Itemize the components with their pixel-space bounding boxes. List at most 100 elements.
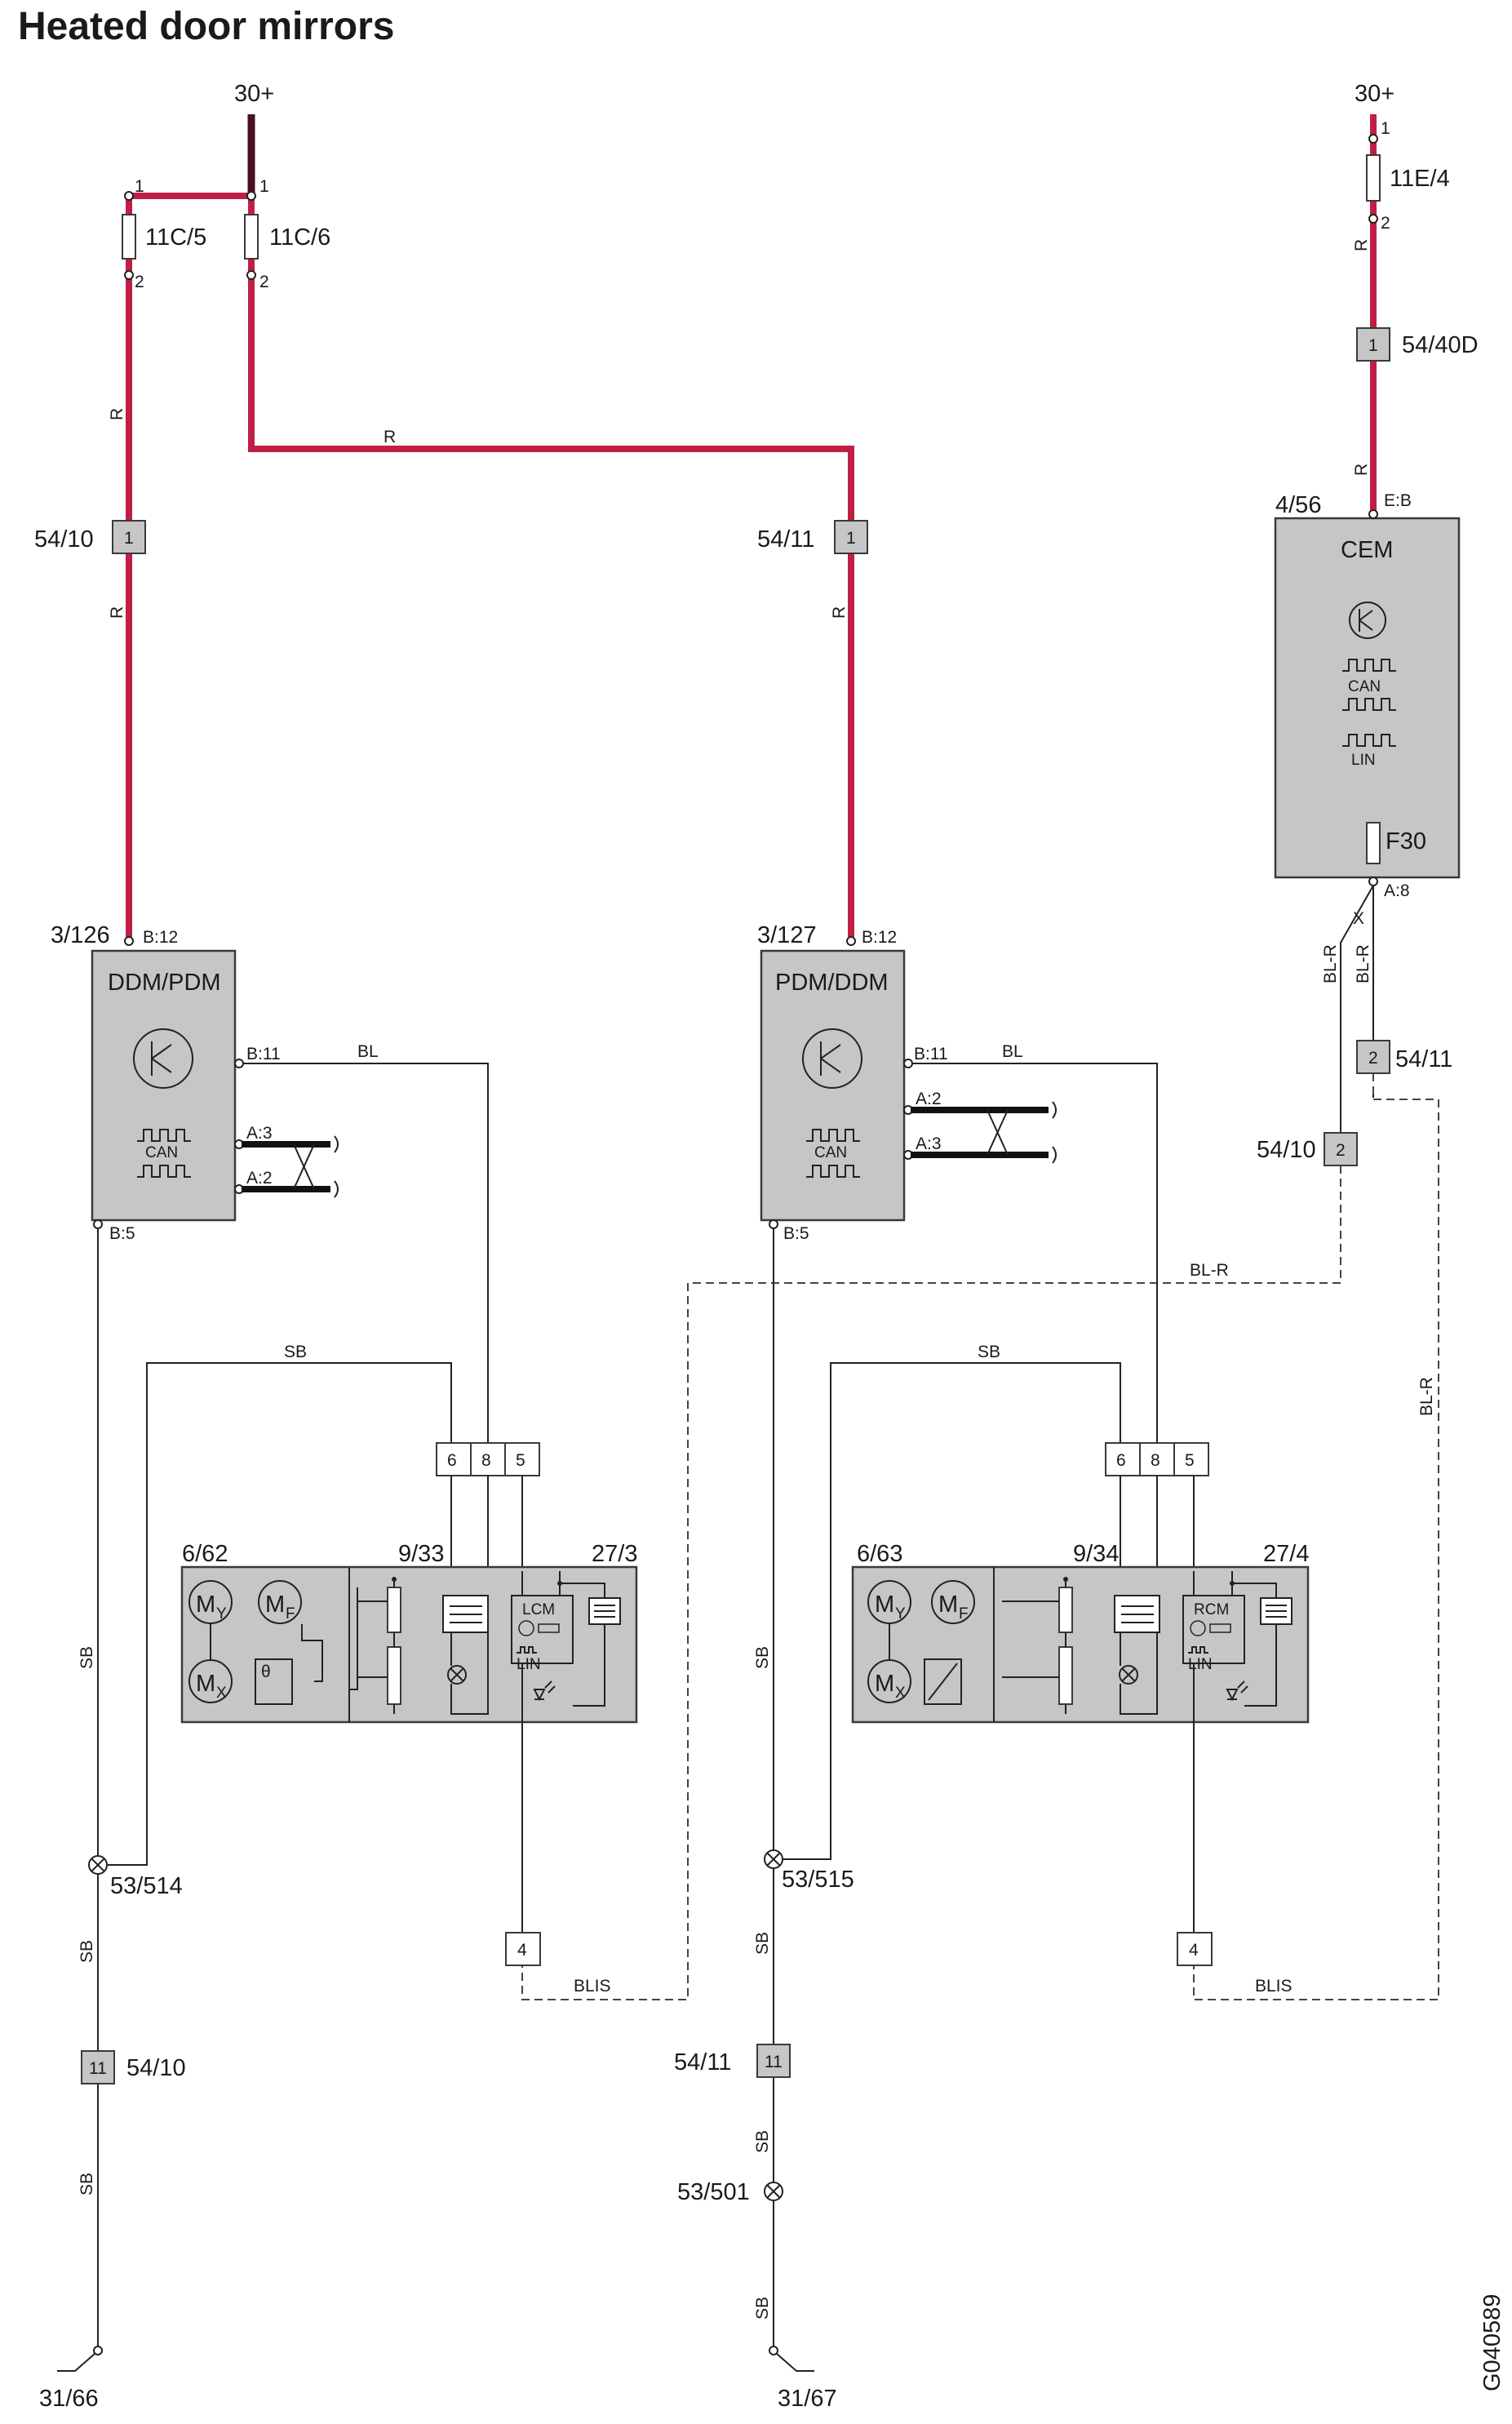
wire-label-r: R <box>830 606 849 619</box>
fuse-11e4-label: 11E/4 <box>1390 166 1450 192</box>
cem-can-label: CAN <box>1348 678 1381 695</box>
cem-x-label: X <box>1353 909 1364 928</box>
ddm-b5-terminal: B:5 <box>109 1224 135 1243</box>
svg-text:Y: Y <box>895 1605 906 1623</box>
transistor-icon <box>1349 602 1386 639</box>
wire-label-blr: BL-R <box>1417 1377 1436 1416</box>
right-motor-ref: 6/63 <box>857 1541 902 1567</box>
splice-53-514-label: 53/514 <box>110 1873 183 1899</box>
right-mirror-assembly: M Y M F M X <box>851 1565 1310 1963</box>
wire-label-sb: SB <box>753 2130 772 2153</box>
connector-54-10-blr-label: 54/10 <box>1257 1137 1316 1163</box>
wire-label-r: R <box>108 606 126 619</box>
blis-dashed-wires <box>521 1073 1439 2000</box>
svg-text:F: F <box>286 1605 295 1623</box>
splice-53-501 <box>764 2182 783 2201</box>
wire-label-r: R <box>108 408 126 420</box>
cem-a8-terminal: A:8 <box>1384 881 1410 900</box>
supply-label-left: 30+ <box>234 81 274 107</box>
lcm-label: LCM <box>522 1601 555 1618</box>
ddm-module <box>91 936 244 1229</box>
svg-text:5: 5 <box>516 1451 525 1470</box>
rcm-label: RCM <box>1194 1601 1229 1618</box>
blis-connector-left: 4 <box>505 1932 541 1966</box>
lcm-lin-label: LIN <box>517 1656 541 1673</box>
fuse-11c6 <box>244 191 259 280</box>
svg-text:1: 1 <box>846 529 856 548</box>
wire-label-bl: BL <box>357 1042 379 1061</box>
wire-label-sb: SB <box>753 1646 772 1669</box>
svg-text:F: F <box>959 1605 969 1623</box>
connector-54-11-blr-label: 54/11 <box>1395 1046 1452 1072</box>
svg-text:5: 5 <box>1185 1451 1195 1470</box>
cem-f30-label: F30 <box>1386 828 1426 855</box>
connector-54-11-bottom: 11 <box>756 2044 791 2078</box>
wire-label-blr: BL-R <box>1354 944 1372 983</box>
connector-54-10-top: 1 <box>112 520 146 554</box>
svg-text:M: M <box>938 1592 958 1618</box>
can-bus-lines-right <box>911 1101 1057 1164</box>
svg-text:4: 4 <box>517 1941 527 1960</box>
ddm-a3-terminal: A:3 <box>246 1124 273 1143</box>
connector-54-11-top: 1 <box>834 520 868 554</box>
pdm-b12-terminal: B:12 <box>862 928 897 947</box>
bl-wire-left <box>243 1063 489 1449</box>
sb-wire-left-motor <box>98 1362 452 1866</box>
ground-31-67 <box>769 2346 814 2372</box>
right-blis-ref: 27/4 <box>1263 1541 1309 1567</box>
bl-wire-right <box>912 1063 1158 1449</box>
can-signal-icon <box>1342 659 1396 672</box>
motor-f-icon <box>931 1580 975 1624</box>
svg-text:Y: Y <box>216 1605 227 1623</box>
svg-text:θ: θ <box>261 1663 271 1681</box>
can-bus-lines-left <box>242 1135 339 1198</box>
diagram-title: Heated door mirrors <box>18 5 394 48</box>
pdm-b11-terminal: B:11 <box>914 1045 948 1063</box>
wire-label-r: R <box>1352 239 1371 251</box>
wire-label-blr: BL-R <box>1321 944 1340 983</box>
sb-wire-right-motor <box>774 1362 1121 1860</box>
splice-53-515-label: 53/515 <box>782 1867 854 1893</box>
transistor-icon <box>133 1028 193 1089</box>
wire-label-sb: SB <box>753 2297 772 2320</box>
pdm-a3-terminal: A:3 <box>916 1134 942 1153</box>
svg-text:1: 1 <box>1368 336 1378 355</box>
pdm-can-label: CAN <box>814 1144 847 1161</box>
svg-text:8: 8 <box>481 1451 491 1470</box>
blis-connector-right: 4 <box>1177 1932 1213 1966</box>
can-signal-icon <box>806 1129 860 1142</box>
fuse-11c5-label: 11C/5 <box>145 224 206 251</box>
wire-label-sb: SB <box>78 1646 96 1669</box>
pdm-module <box>760 936 913 1229</box>
wire-label-blis: BLIS <box>574 1977 611 1996</box>
indicator-lamp-icon <box>1119 1665 1138 1685</box>
svg-text:2: 2 <box>1368 1049 1378 1068</box>
connector-54-11-bottom-label: 54/11 <box>674 2049 731 2075</box>
left-mirror-assembly: M Y M F M X θ <box>180 1565 638 1963</box>
fuse-11c5 <box>122 191 136 280</box>
splice-53-515 <box>764 1849 783 1869</box>
svg-text:M: M <box>196 1671 215 1697</box>
mirror-connector-left: 6 8 5 <box>436 1442 540 1579</box>
right-heater-ref: 9/34 <box>1073 1541 1119 1567</box>
fuse-11e4-pin2: 2 <box>1381 214 1390 233</box>
svg-text:M: M <box>196 1592 215 1618</box>
pdm-a2-terminal: A:2 <box>916 1090 942 1108</box>
connector-54-11-label: 54/11 <box>757 526 814 553</box>
svg-text:6: 6 <box>447 1451 457 1470</box>
svg-text:4: 4 <box>1189 1941 1199 1960</box>
connector-54-10-label: 54/10 <box>34 526 94 553</box>
transistor-icon <box>1190 1620 1206 1636</box>
cem-module <box>1274 509 1461 886</box>
lcm-box <box>511 1595 574 1664</box>
fuse-11c5-pin1: 1 <box>135 177 144 196</box>
temperature-sensor-icon <box>255 1658 293 1705</box>
ddm-b11-terminal: B:11 <box>246 1045 281 1063</box>
svg-text:11: 11 <box>89 2059 107 2078</box>
svg-text:1: 1 <box>124 529 134 548</box>
ddm-can-label: CAN <box>145 1144 178 1161</box>
wire-label-sb: SB <box>78 1940 96 1963</box>
pdm-ref: 3/127 <box>757 922 817 948</box>
svg-text:X: X <box>895 1685 906 1702</box>
wire-label-r: R <box>384 428 396 446</box>
